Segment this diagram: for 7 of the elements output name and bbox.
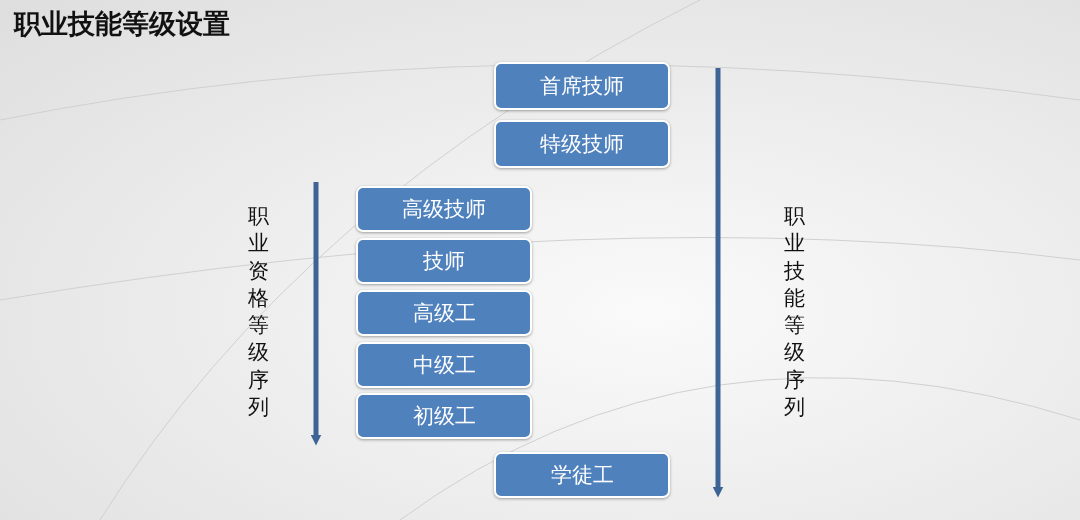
level-box: 高级技师 — [356, 186, 532, 232]
level-box: 中级工 — [356, 342, 532, 388]
title: 职业技能等级设置 — [14, 7, 230, 41]
level-box: 高级工 — [356, 290, 532, 336]
vertical-label: 职业技能等级序列 — [784, 203, 805, 422]
level-box: 特级技师 — [494, 120, 670, 168]
vertical-label: 职业资格等级序列 — [248, 203, 269, 422]
